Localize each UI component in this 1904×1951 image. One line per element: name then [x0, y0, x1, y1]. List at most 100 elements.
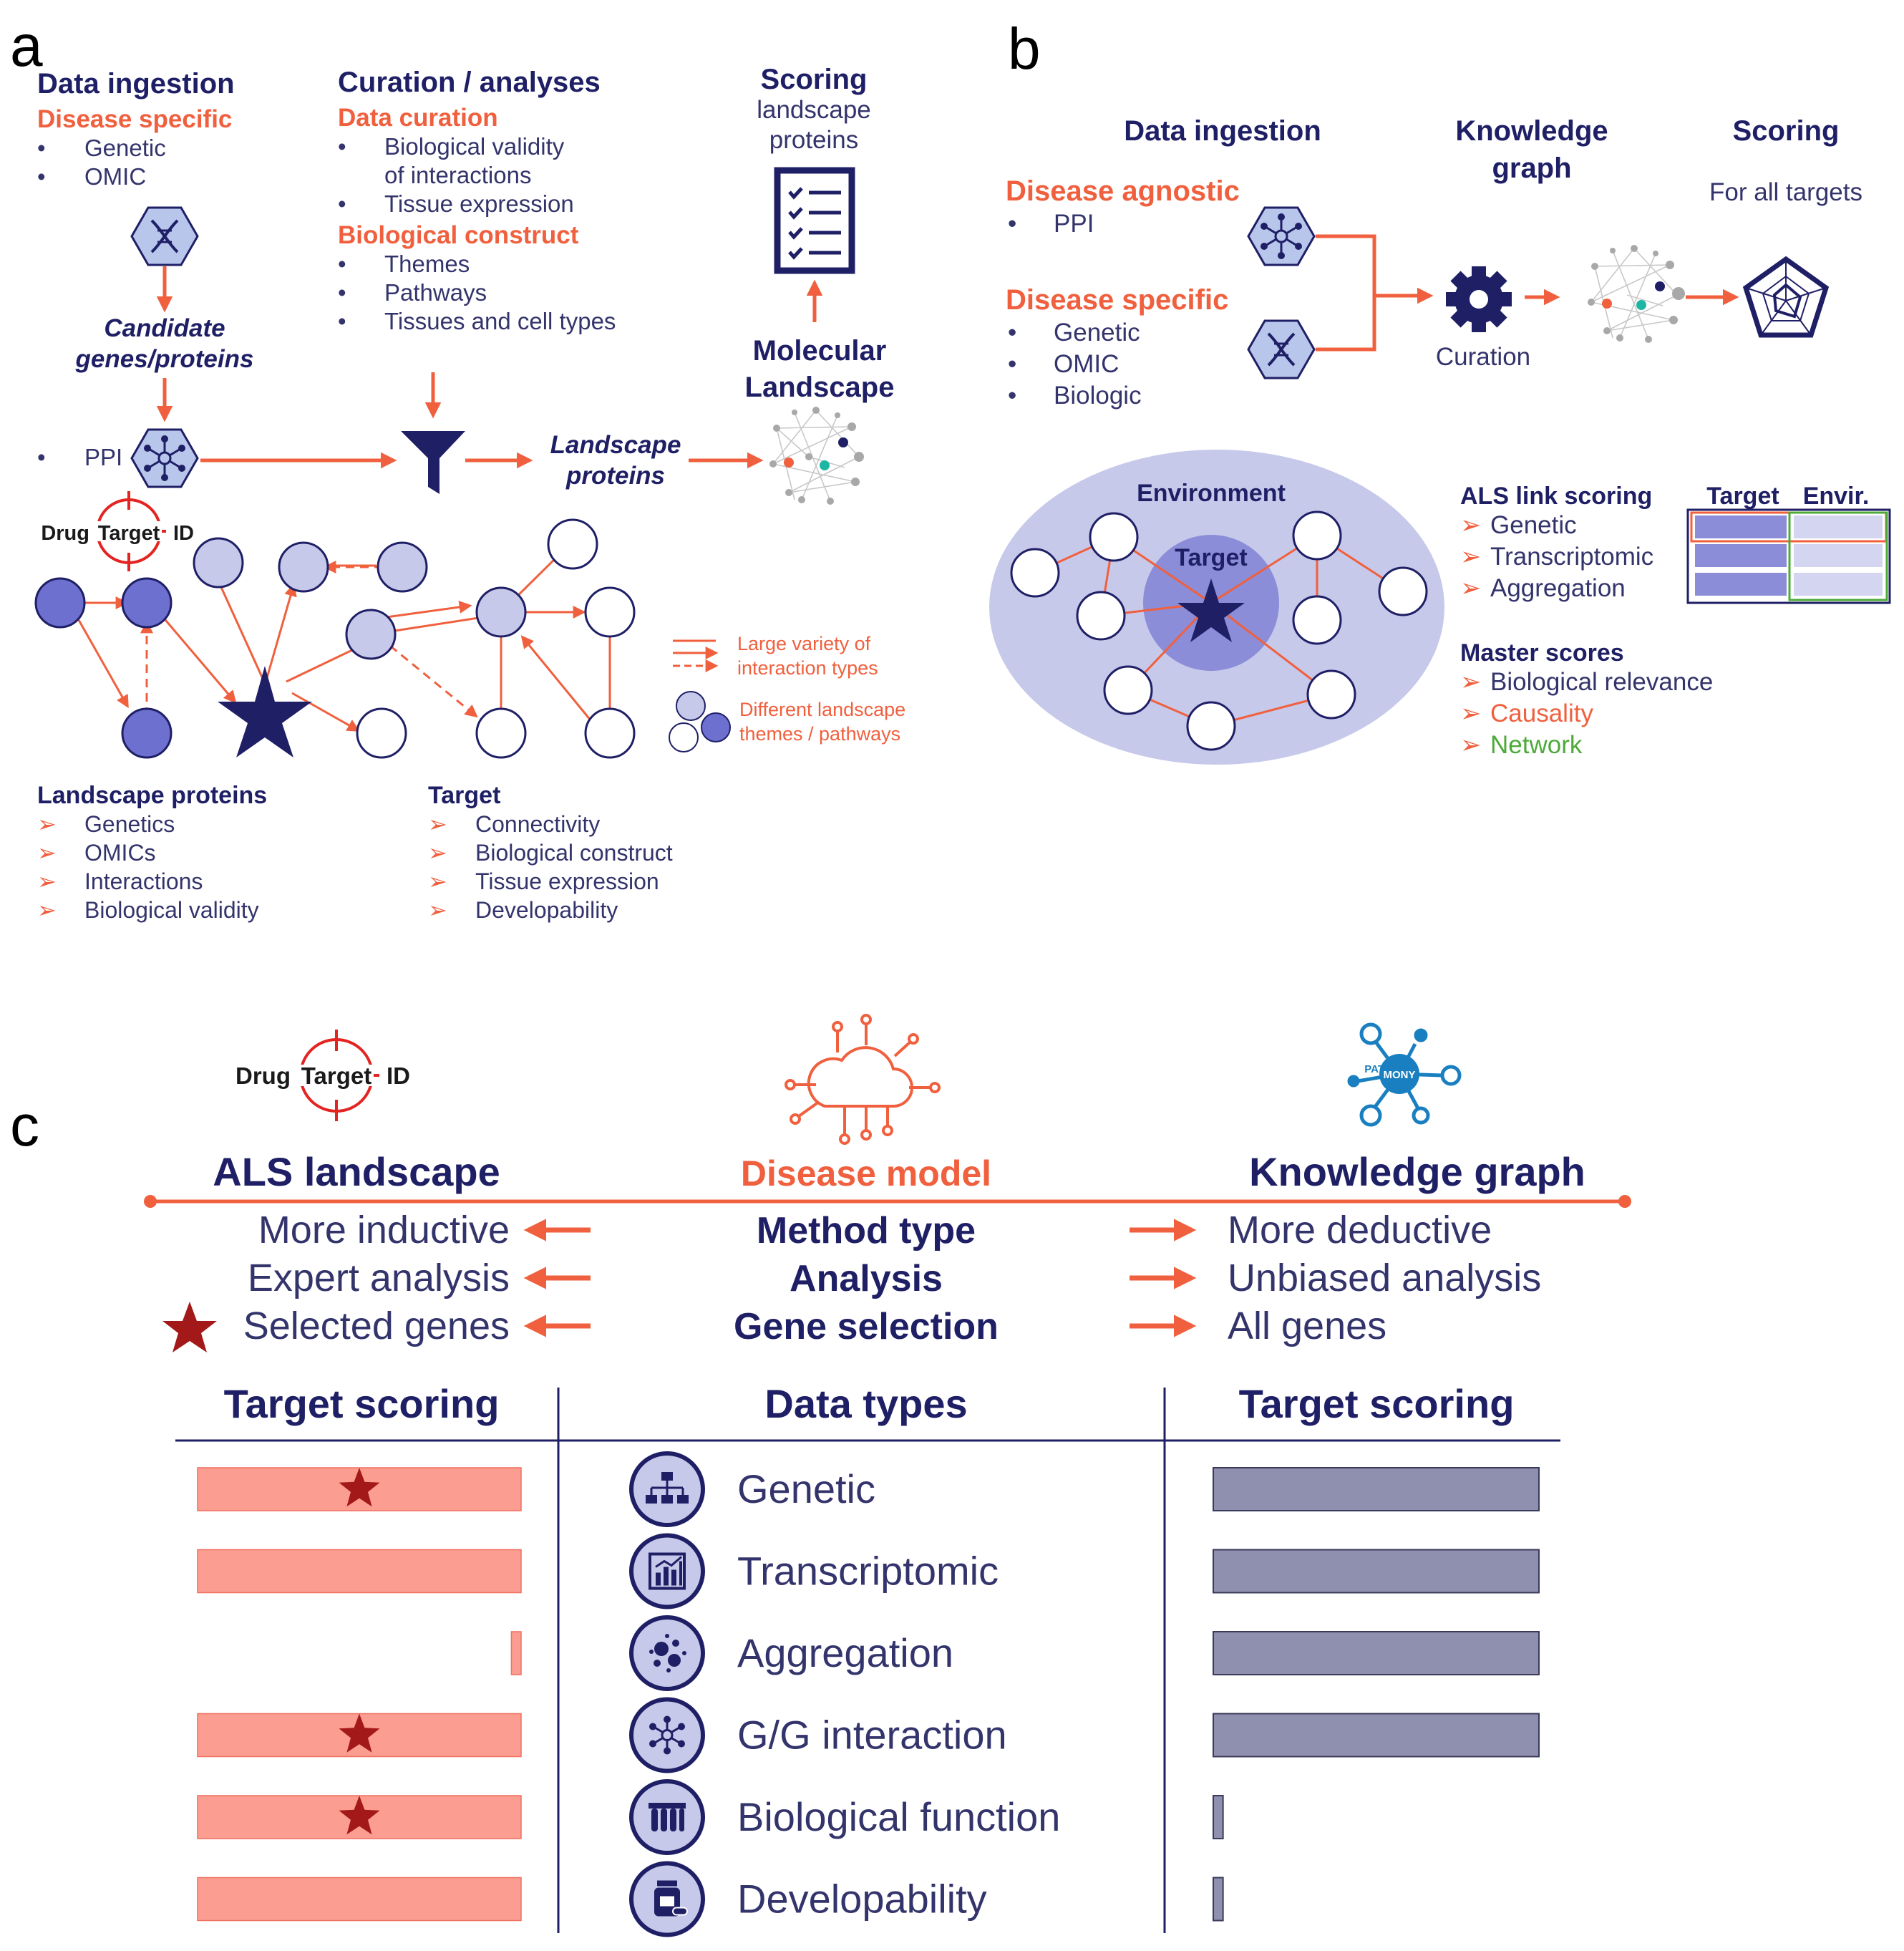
list-item: OMIC — [1054, 350, 1119, 378]
list-item: Connectivity — [475, 811, 600, 837]
list-item: Biological construct — [475, 840, 673, 866]
svg-text:Large variety of: Large variety of — [737, 633, 871, 654]
scoring-sub: proteins — [769, 126, 859, 154]
landscape-proteins-title: Landscape proteins — [37, 782, 267, 809]
data-type-label: Transcriptomic — [737, 1549, 999, 1594]
svg-text:•: • — [1008, 319, 1016, 347]
svg-text:PATRI: PATRI — [1364, 1063, 1395, 1075]
als-landscape-title: ALS landscape — [213, 1149, 500, 1194]
data-ingestion-title: Data ingestion — [37, 68, 235, 100]
svg-text:•: • — [37, 444, 46, 470]
landscape-network — [34, 518, 636, 759]
list-item: Tissue expression — [384, 190, 574, 217]
row-mid: Gene selection — [734, 1306, 999, 1347]
data-type-label: G/G interaction — [737, 1713, 1007, 1758]
disease-specific-label: Disease specific — [1006, 284, 1228, 316]
master-scores-title: Master scores — [1460, 639, 1624, 667]
environment-diagram: Environment Target — [989, 450, 1444, 765]
svg-text:interaction types: interaction types — [737, 657, 878, 679]
test-tubes-icon — [629, 1779, 705, 1855]
radar-chart-icon — [1742, 256, 1830, 338]
svg-text:➢: ➢ — [1460, 543, 1481, 571]
panel-a-letter: a — [10, 14, 43, 79]
svg-text:•: • — [338, 133, 346, 160]
row-right: Unbiased analysis — [1228, 1257, 1541, 1299]
list-item: Developability — [475, 897, 618, 923]
ppi-label: PPI — [84, 444, 122, 470]
svg-text:themes / pathways: themes / pathways — [739, 723, 900, 745]
table-head-envir: Envir. — [1803, 483, 1870, 510]
list-item: Interactions — [84, 868, 203, 894]
patrimony-logo: PATRI MONY — [1347, 1022, 1462, 1127]
target-star — [218, 666, 312, 757]
knowledge-graph-title: Knowledge — [1455, 115, 1608, 147]
landscape-proteins-label: proteins — [565, 462, 665, 490]
list-item: Genetics — [84, 811, 175, 837]
checklist-icon — [774, 167, 855, 274]
knowledge-graph-title: Knowledge graph — [1249, 1149, 1585, 1194]
target-label: Target — [1175, 544, 1247, 571]
svg-text:•: • — [338, 190, 346, 217]
right-target-scoring-header: Target scoring — [1239, 1381, 1515, 1426]
svg-text:•: • — [37, 135, 46, 161]
row-right: All genes — [1228, 1304, 1386, 1347]
panel-c: c Drug Target ID — [10, 1014, 1631, 1937]
svg-text:•: • — [1008, 210, 1016, 238]
cloud-network-icon — [785, 1014, 941, 1145]
drug-target-id-logo: Drug Target ID — [41, 491, 194, 571]
candidate-label: Candidate — [104, 314, 225, 342]
row-left: More inductive — [258, 1209, 510, 1252]
svg-text:➢: ➢ — [428, 868, 447, 894]
selected-star — [339, 1796, 380, 1835]
list-item: OMICs — [84, 840, 156, 866]
data-ingestion-title: Data ingestion — [1124, 115, 1321, 147]
hierarchy-icon — [629, 1451, 705, 1527]
list-item: Biological validity — [84, 897, 259, 923]
svg-text:•: • — [37, 163, 46, 190]
svg-text:➢: ➢ — [428, 840, 447, 866]
list-item: PPI — [1054, 210, 1094, 238]
left-target-scoring-header: Target scoring — [224, 1381, 500, 1426]
knowledge-graph-icon — [1588, 245, 1685, 343]
for-all-targets: For all targets — [1709, 178, 1862, 206]
left-score-bar — [197, 1549, 522, 1594]
svg-text:•: • — [338, 279, 346, 306]
svg-text:➢: ➢ — [1460, 574, 1481, 602]
biological-construct-label: Biological construct — [338, 221, 579, 249]
funnel-icon — [401, 431, 465, 494]
list-item: Causality — [1490, 699, 1593, 727]
pill-bottle-icon — [629, 1861, 705, 1937]
list-item: OMIC — [84, 163, 146, 190]
row-mid: Analysis — [790, 1258, 943, 1299]
curation-title: Curation / analyses — [338, 67, 601, 98]
list-item: Pathways — [384, 279, 487, 306]
list-item: Tissue expression — [475, 868, 659, 894]
svg-text:Drug: Drug — [235, 1062, 291, 1089]
list-item: Biological validity — [384, 133, 565, 160]
scoring-title: Scoring — [761, 64, 868, 95]
right-score-bar — [1213, 1713, 1540, 1758]
svg-text:➢: ➢ — [1460, 699, 1481, 727]
list-item: Genetic — [1054, 319, 1140, 347]
list-item: Network — [1490, 731, 1583, 759]
left-score-bar — [197, 1877, 522, 1922]
target-title: Target — [428, 782, 500, 809]
list-item: Themes — [384, 251, 470, 277]
list-item: Aggregation — [1490, 574, 1626, 602]
right-score-bar — [1213, 1877, 1224, 1922]
panel-c-letter: c — [10, 1093, 39, 1158]
data-type-label: Biological function — [737, 1794, 1060, 1839]
als-link-scoring-title: ALS link scoring — [1460, 483, 1652, 510]
list-item: Tissues and cell types — [384, 308, 616, 334]
list-item: Biologic — [1054, 382, 1142, 410]
svg-text:ID: ID — [387, 1062, 410, 1089]
scoring-sub: landscape — [757, 96, 871, 124]
data-curation-label: Data curation — [338, 104, 498, 132]
panel-b-letter: b — [1008, 16, 1041, 82]
row-right: More deductive — [1228, 1209, 1492, 1252]
data-type-label: Developability — [737, 1877, 987, 1922]
landscape-proteins-label: Landscape — [550, 431, 681, 459]
target-star — [1177, 578, 1245, 642]
